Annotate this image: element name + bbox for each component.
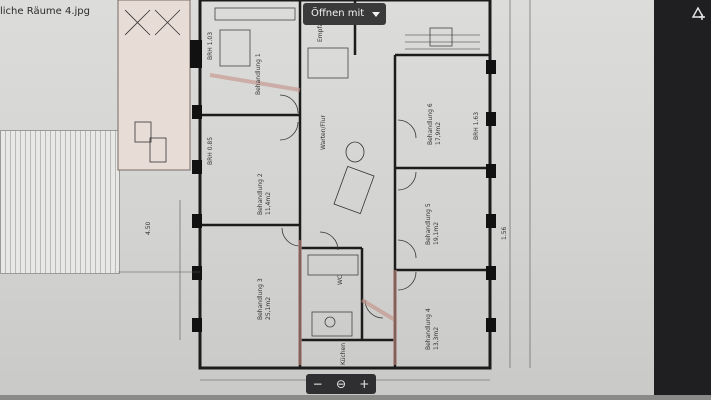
plan-label-behandlung-3: Behandlung 3 <box>257 278 264 320</box>
plan-label-behandlung-1: Behandlung 1 <box>255 53 262 95</box>
plan-label-dim: 4.50 <box>145 221 152 235</box>
plan-label-area-1: 11,4m2 <box>265 192 272 215</box>
plan-label-brh-2: BRH 0.85 <box>207 137 214 165</box>
zoom-reset-button[interactable]: ⊖ <box>335 377 347 391</box>
open-with-button[interactable]: Öffnen mit <box>303 3 387 25</box>
plan-label-warten-flur: Warten/Flur <box>320 115 327 150</box>
open-with-label: Öffnen mit <box>311 8 365 19</box>
plan-label-dim-2: 1.56 <box>501 226 508 240</box>
plan-label-empfang: Empfang <box>317 15 324 42</box>
zoom-in-button[interactable]: + <box>359 377 370 391</box>
zoom-controls: − ⊖ + <box>306 374 376 394</box>
hatched-area <box>0 130 120 274</box>
plan-label-behandlung-6: Behandlung 6 <box>427 103 434 145</box>
plan-label-kuechen: Küchen <box>340 343 347 365</box>
plan-label-wc: WC <box>337 275 344 285</box>
file-name: liche Räume 4.jpg <box>0 6 91 17</box>
add-to-drive-icon[interactable] <box>690 5 706 21</box>
plan-label-brh-1: BRH 1.03 <box>207 32 214 60</box>
plan-label-behandlung-4: Behandlung 4 <box>425 308 432 350</box>
plan-label-brh-3: BRH 1.63 <box>473 112 480 140</box>
plan-label-area-2: 17,9m2 <box>435 122 442 145</box>
plan-label-area-5: 13,3m2 <box>433 327 440 350</box>
plan-label-area-3: 25,1m2 <box>265 297 272 320</box>
viewer-toolbar: liche Räume 4.jpg Öffnen mit <box>0 0 711 30</box>
plan-label-behandlung-2: Behandlung 2 <box>257 173 264 215</box>
plan-label-area-4: 19,1m2 <box>433 222 440 245</box>
right-dark-panel <box>654 0 711 400</box>
bottom-edge <box>0 395 711 400</box>
zoom-out-button[interactable]: − <box>312 377 323 391</box>
plan-label-behandlung-5: Behandlung 5 <box>425 203 432 245</box>
chevron-down-icon <box>372 12 381 17</box>
